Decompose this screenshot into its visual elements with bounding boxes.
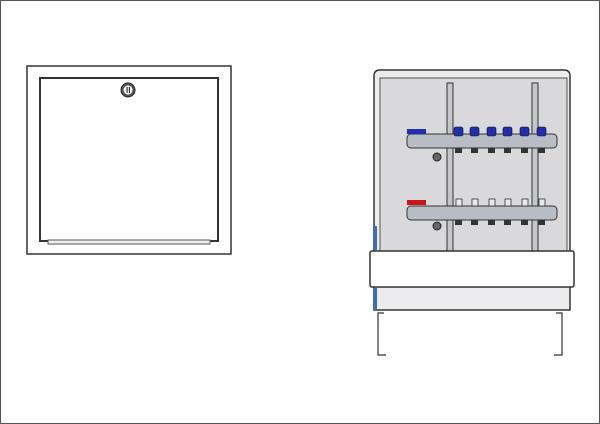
- return-manifold-red: [406, 198, 558, 231]
- drain-valve: [432, 221, 442, 231]
- manifold-bar: [406, 205, 558, 221]
- front-cover-plate: [369, 250, 575, 288]
- outlet-valve: [521, 198, 529, 207]
- outlet-valve: [504, 198, 512, 207]
- leg-bracket-left: [377, 312, 386, 356]
- outlet-valve: [488, 198, 496, 207]
- cabinet-door: [39, 77, 219, 242]
- drain-valve: [432, 152, 442, 162]
- outlet-cap: [453, 126, 464, 137]
- back-panel: [379, 77, 568, 253]
- ball-valve-handle-blue: [407, 129, 426, 134]
- leg-bracket-right: [554, 312, 563, 356]
- blue-strip: [373, 288, 377, 310]
- mounting-rail-left: [446, 82, 454, 253]
- lock-icon: [120, 82, 136, 98]
- open-cabinet-view: [369, 69, 575, 356]
- outlet-cap: [502, 126, 513, 137]
- outlet-valve: [455, 198, 463, 207]
- outlet-valve: [538, 198, 546, 207]
- outlet-cap: [469, 126, 480, 137]
- outlet-cap: [536, 126, 547, 137]
- outlet-cap: [486, 126, 497, 137]
- supply-manifold-blue: [406, 126, 558, 162]
- closed-cabinet-view: [26, 65, 232, 255]
- blue-strip: [373, 226, 377, 250]
- outlet-valve: [471, 198, 479, 207]
- door-handle-bar: [47, 239, 211, 245]
- manifold-bar: [406, 133, 558, 149]
- ball-valve-handle-red: [407, 200, 426, 205]
- outlet-cap: [519, 126, 530, 137]
- mounting-rail-right: [531, 82, 539, 253]
